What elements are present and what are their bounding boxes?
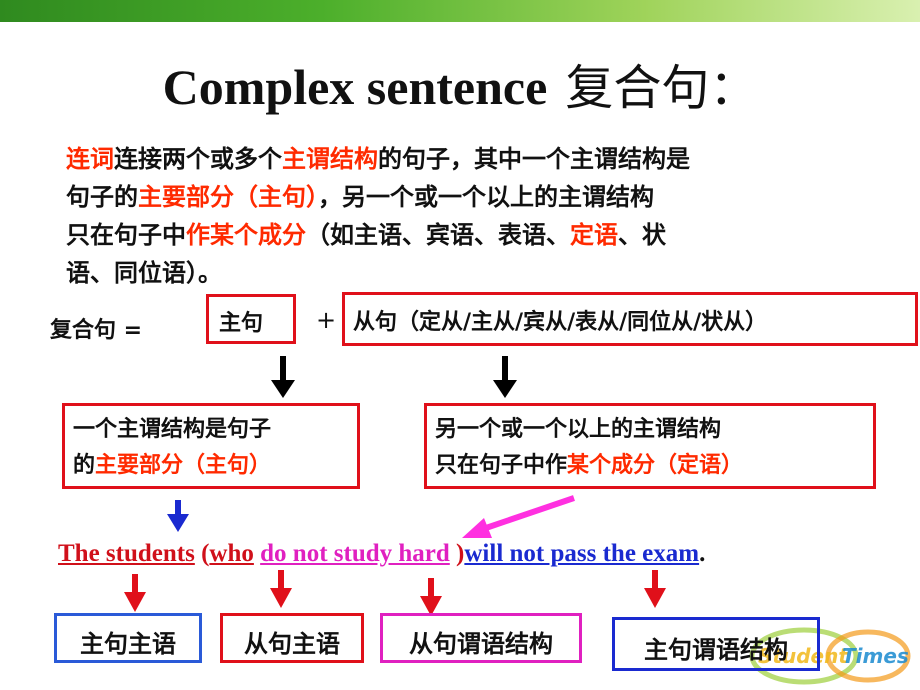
text: 的句子，其中一个主谓结构是 (378, 145, 690, 173)
label-text: 从句谓语结构 (409, 630, 553, 658)
main-clause-explain-box: 一个主谓结构是句子 的主要部分（主句） (62, 403, 360, 489)
sentence-main-predicate: will not pass the exam (464, 540, 700, 567)
sentence-sub-predicate: do not study hard (260, 540, 450, 567)
text: 句子的 (66, 183, 138, 211)
logo-text-student: Student (758, 644, 848, 668)
definition-paragraph: 连词连接两个或多个主谓结构的句子，其中一个主谓结构是 句子的主要部分（主句），另… (66, 140, 876, 292)
explain-line: 的主要部分（主句） (73, 448, 357, 484)
label-main-subject: 主句主语 (54, 613, 202, 663)
arrow-down-black-left (271, 356, 295, 398)
text: 连接两个或多个 (114, 145, 282, 173)
formula-label: 复合句 = (50, 318, 143, 343)
arrow-diagonal-magenta (462, 495, 575, 538)
arrow-down-black-right (493, 356, 517, 398)
title-english: Complex sentence (162, 59, 548, 115)
sentence-period: . (699, 540, 706, 567)
label-main-predicate: 主句谓语结构 (612, 617, 820, 671)
page-title: Complex sentence 复合句： (0, 48, 920, 118)
text: 只在句子中 (66, 221, 186, 249)
text: ，另一个或一个以上的主谓结构 (318, 183, 654, 211)
logo-text-times: Times (842, 644, 909, 668)
explain-text: 一个主谓结构是句子 (73, 417, 272, 442)
term-component: 作某个成分 (186, 221, 306, 249)
arrow-down-red-1 (124, 574, 146, 612)
subordinate-clause-box: 从句（定从/主从/宾从/表从/同位从/状从） (342, 292, 918, 346)
explain-highlight: 主要部分（主句） (95, 453, 272, 478)
arrow-down-red-4 (644, 570, 666, 608)
arrow-down-red-2 (270, 570, 292, 608)
arrow-down-blue (167, 500, 189, 532)
explain-text: 的 (73, 453, 96, 478)
label-text: 从句主语 (244, 630, 340, 658)
logo-graphic (749, 627, 911, 685)
definition-line-4: 语、同位语）。 (66, 254, 876, 292)
text: 、状 (618, 221, 666, 249)
explain-text: 另一个或一个以上的主谓结构 (435, 417, 722, 442)
term-attributive: 定语 (570, 221, 618, 249)
example-sentence: The students (who do not study hard )wil… (58, 540, 918, 568)
label-sub-subject: 从句主语 (220, 613, 364, 663)
title-chinese: 复合句： (565, 60, 758, 116)
arrow-down-red-3 (420, 578, 442, 616)
sentence-main-subject: The students (58, 540, 195, 567)
subordinate-explain-box: 另一个或一个以上的主谓结构 只在句子中作某个成分（定语） (424, 403, 876, 489)
top-gradient-bar (0, 0, 920, 22)
text: 语、同位语）。 (66, 259, 222, 287)
text: （如主语、宾语、表语、 (306, 221, 570, 249)
definition-line-2: 句子的主要部分（主句），另一个或一个以上的主谓结构 (66, 178, 876, 216)
sentence-relative-pronoun: who (209, 540, 254, 567)
term-main-part: 主要部分（主句） (138, 183, 318, 211)
sentence-paren: ) (449, 540, 465, 567)
definition-line-3: 只在句子中作某个成分（如主语、宾语、表语、定语、状 (66, 216, 876, 254)
label-text: 主句主语 (80, 630, 176, 658)
plus-sign: + (316, 306, 337, 334)
term-conjunction: 连词 (66, 145, 114, 173)
label-sub-predicate: 从句谓语结构 (380, 613, 582, 663)
definition-line-1: 连词连接两个或多个主谓结构的句子，其中一个主谓结构是 (66, 140, 876, 178)
explain-highlight: 某个成分（定语） (567, 453, 744, 478)
explain-text: 只在句子中作 (435, 453, 568, 478)
main-clause-box: 主句 (206, 294, 296, 344)
term-subject-predicate: 主谓结构 (282, 145, 378, 173)
sentence-paren: ( (194, 540, 210, 567)
main-clause-label: 主句 (219, 311, 264, 336)
label-text: 主句谓语结构 (644, 636, 788, 664)
student-times-logo: Student Times (744, 622, 914, 686)
subordinate-clause-label: 从句（定从/主从/宾从/表从/同位从/状从） (353, 310, 768, 335)
explain-line: 只在句子中作某个成分（定语） (435, 448, 873, 484)
